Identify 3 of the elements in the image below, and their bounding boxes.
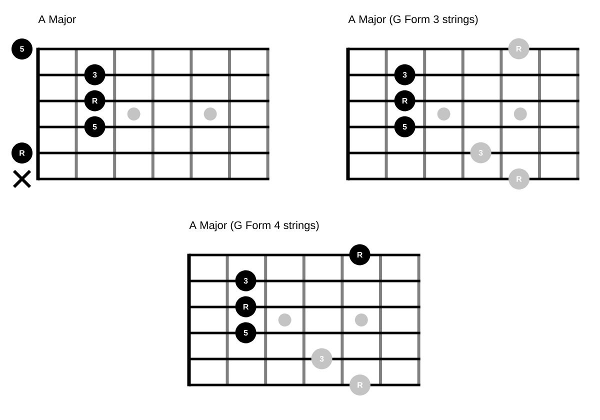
chart-title: A Major	[38, 15, 76, 26]
chart-title: A Major (G Form 3 strings)	[348, 15, 478, 26]
chart-title: A Major (G Form 4 strings)	[189, 221, 319, 232]
